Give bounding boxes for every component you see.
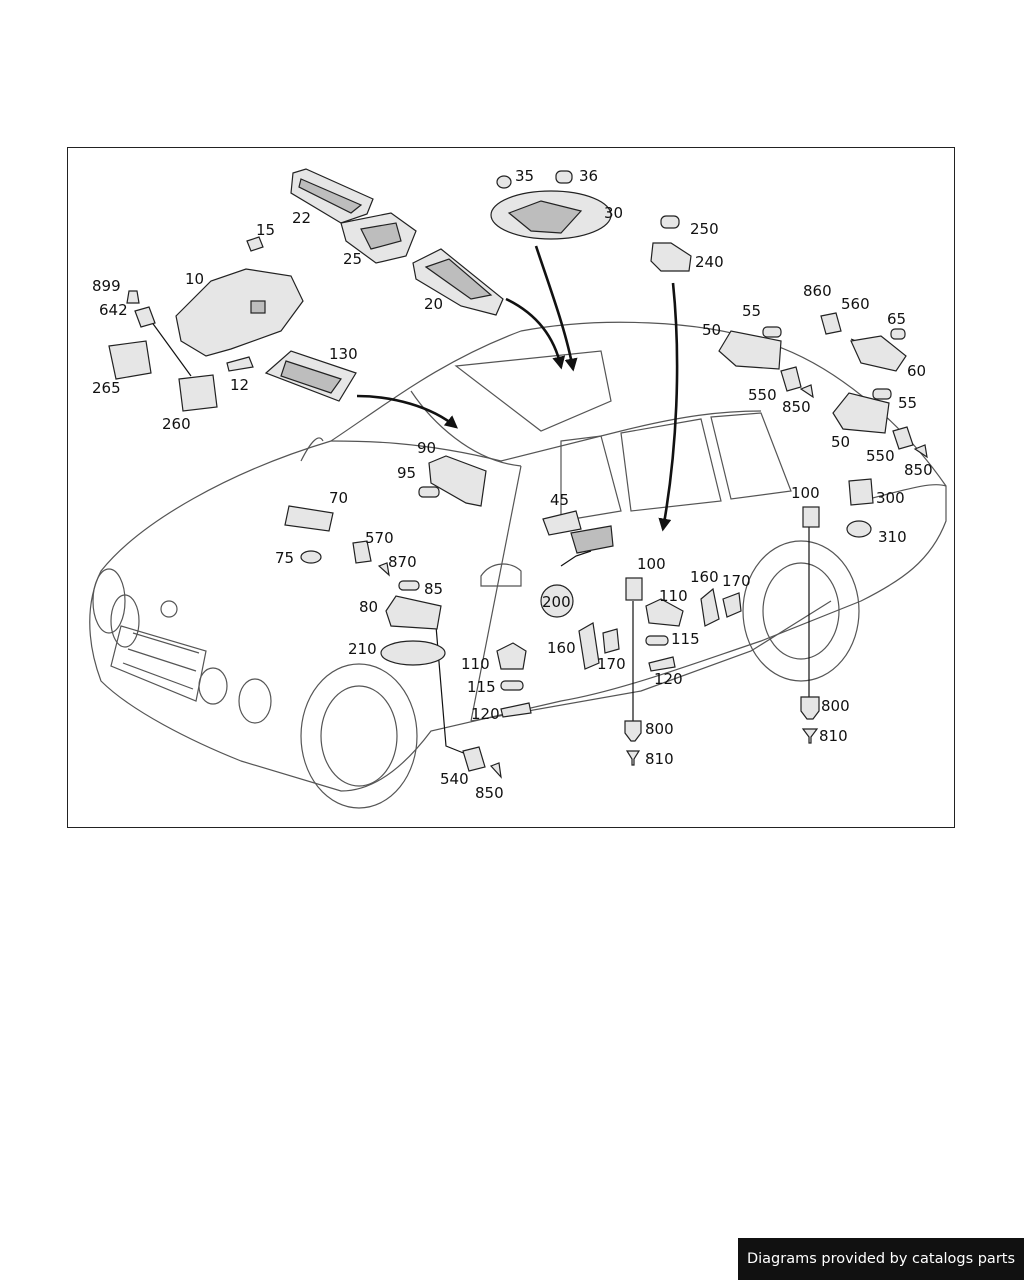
part-label: 10 — [185, 270, 204, 288]
part-label: 170 — [722, 572, 751, 590]
part-label: 100 — [637, 555, 666, 573]
part-label: 25 — [343, 250, 362, 268]
part-label: 115 — [467, 678, 496, 696]
part-label: 36 — [579, 167, 598, 185]
part-label: 30 — [604, 204, 623, 222]
part-label: 60 — [907, 362, 926, 380]
part-label: 200 — [542, 593, 571, 611]
part-label: 850 — [782, 398, 811, 416]
part-label: 810 — [645, 750, 674, 768]
part-label: 300 — [876, 489, 905, 507]
part-label: 120 — [471, 705, 500, 723]
part-label: 850 — [475, 784, 504, 802]
part-label: 550 — [866, 447, 895, 465]
part-label: 250 — [690, 220, 719, 238]
part-label: 120 — [654, 670, 683, 688]
part-label: 35 — [515, 167, 534, 185]
part-label: 850 — [904, 461, 933, 479]
part-label: 15 — [256, 221, 275, 239]
part-label: 540 — [440, 770, 469, 788]
part-label: 642 — [99, 301, 128, 319]
part-label: 800 — [645, 720, 674, 738]
part-label: 115 — [671, 630, 700, 648]
part-label: 22 — [292, 209, 311, 227]
part-label: 160 — [690, 568, 719, 586]
part-label: 170 — [597, 655, 626, 673]
part-label: 310 — [878, 528, 907, 546]
footer-credit: Diagrams provided by catalogs parts — [738, 1238, 1024, 1280]
part-label: 100 — [791, 484, 820, 502]
part-label: 55 — [742, 302, 761, 320]
part-label: 45 — [550, 491, 569, 509]
direction-arrows — [356, 245, 679, 532]
part-label: 75 — [275, 549, 294, 567]
callout-labels: 35 36 30 22 15 25 250 240 10 20 899 642 … — [92, 167, 933, 802]
part-label: 50 — [831, 433, 850, 451]
part-label: 50 — [702, 321, 721, 339]
part-label: 265 — [92, 379, 121, 397]
part-label: 570 — [365, 529, 394, 547]
part-label: 110 — [659, 587, 688, 605]
part-label: 550 — [748, 386, 777, 404]
part-label: 260 — [162, 415, 191, 433]
part-label: 860 — [803, 282, 832, 300]
parts-diagram: 35 36 30 22 15 25 250 240 10 20 899 642 … — [89, 167, 947, 809]
part-label: 810 — [819, 727, 848, 745]
part-label: 55 — [898, 394, 917, 412]
parts — [108, 168, 928, 779]
part-label: 240 — [695, 253, 724, 271]
part-label: 560 — [841, 295, 870, 313]
part-label: 90 — [417, 439, 436, 457]
parts-diagram-frame: 35 36 30 22 15 25 250 240 10 20 899 642 … — [67, 147, 955, 828]
part-label: 160 — [547, 639, 576, 657]
part-label: 80 — [359, 598, 378, 616]
part-label: 800 — [821, 697, 850, 715]
part-label: 20 — [424, 295, 443, 313]
part-label: 210 — [348, 640, 377, 658]
car-outline — [89, 321, 947, 809]
part-label: 12 — [230, 376, 249, 394]
part-label: 95 — [397, 464, 416, 482]
part-label: 899 — [92, 277, 121, 295]
part-label: 870 — [388, 553, 417, 571]
part-label: 85 — [424, 580, 443, 598]
part-label: 70 — [329, 489, 348, 507]
part-label: 110 — [461, 655, 490, 673]
part-label: 65 — [887, 310, 906, 328]
part-label: 130 — [329, 345, 358, 363]
